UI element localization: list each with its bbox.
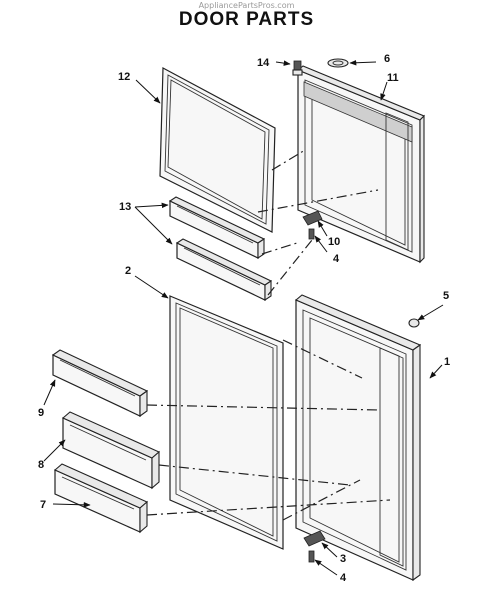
freezer-door-shelf-lower <box>175 238 273 302</box>
freezer-door-shelf-upper <box>168 196 266 260</box>
callout-1: 1 <box>444 356 450 368</box>
freezer-door <box>296 65 425 264</box>
top-hinge-screw <box>292 60 303 76</box>
callout-13: 13 <box>119 201 131 213</box>
freezer-hinge-screw <box>308 228 315 240</box>
watermark-text: AppliancePartsPros.com <box>198 1 295 10</box>
callout-4-upper: 4 <box>333 253 340 265</box>
callout-3: 3 <box>340 553 346 565</box>
hinge-bushing <box>327 58 349 68</box>
door-shelf-upper <box>51 349 149 418</box>
callout-5: 5 <box>443 290 449 302</box>
door-plug <box>408 318 420 328</box>
door-bin-middle <box>61 411 161 490</box>
freezer-door-gasket <box>159 67 276 233</box>
callout-10: 10 <box>328 236 340 248</box>
callout-2: 2 <box>125 265 131 277</box>
callout-7: 7 <box>40 499 46 511</box>
fresh-food-door <box>294 294 422 582</box>
callout-12: 12 <box>118 71 130 83</box>
door-bin-lower <box>53 463 149 534</box>
callout-14: 14 <box>257 57 270 69</box>
fresh-food-hinge-screw <box>308 550 315 563</box>
callout-4-lower: 4 <box>340 572 347 584</box>
fresh-food-door-gasket <box>169 295 284 550</box>
fresh-food-hinge-bracket <box>303 530 326 547</box>
callout-8: 8 <box>38 459 44 471</box>
callout-6: 6 <box>384 53 390 65</box>
freezer-hinge-bracket <box>302 210 323 226</box>
diagram-title: DOOR PARTS <box>178 9 315 30</box>
callout-9: 9 <box>38 407 44 419</box>
callout-11: 11 <box>387 72 399 84</box>
